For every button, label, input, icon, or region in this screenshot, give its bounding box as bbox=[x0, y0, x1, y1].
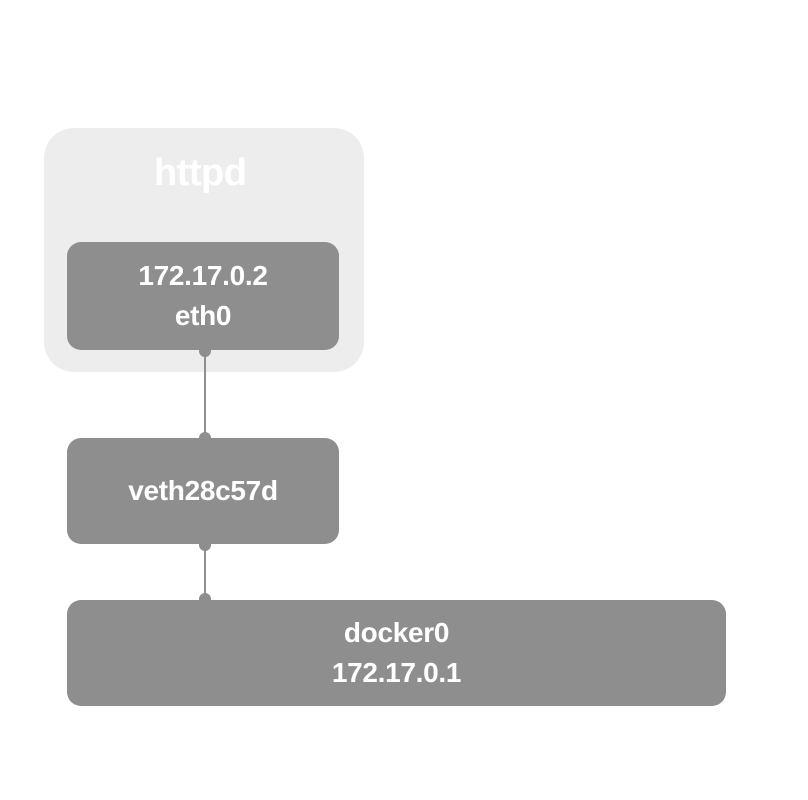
veth-interface-node: veth28c57d bbox=[67, 438, 339, 544]
eth0-veth-link bbox=[204, 350, 206, 438]
docker0-name-label: docker0 bbox=[343, 617, 450, 648]
eth0-port-dot bbox=[199, 345, 211, 357]
veth-docker0-link bbox=[204, 544, 206, 600]
eth0-ip-label: 172.17.0.2 bbox=[138, 260, 268, 291]
veth-name-label: veth28c57d bbox=[128, 475, 278, 506]
container-title: httpd bbox=[154, 152, 247, 194]
veth-bottom-port-dot bbox=[199, 539, 211, 551]
docker0-ip-label: 172.17.0.1 bbox=[331, 657, 462, 688]
docker0-bridge-node: docker0 172.17.0.1 bbox=[67, 600, 726, 706]
eth0-interface-node: 172.17.0.2 eth0 bbox=[67, 242, 339, 350]
eth0-interface-label: eth0 bbox=[174, 300, 232, 331]
